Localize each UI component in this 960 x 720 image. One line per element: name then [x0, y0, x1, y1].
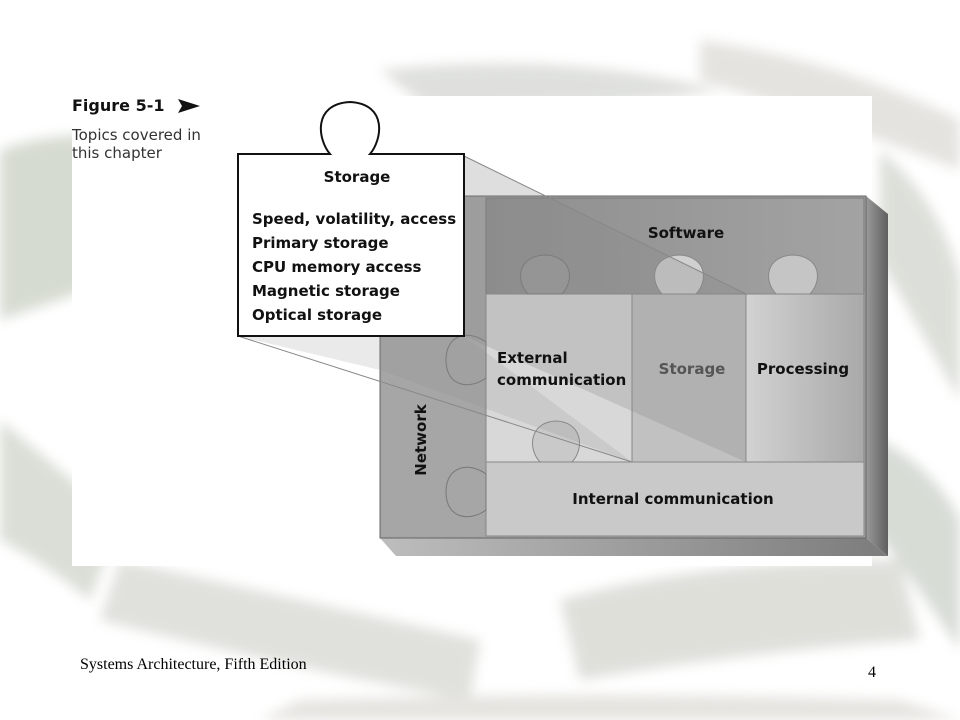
callout-projection: [464, 156, 746, 462]
arrow-right-icon: [178, 99, 200, 113]
figure-caption: Topics covered in this chapter: [72, 126, 201, 162]
software-knob-2: [654, 254, 704, 295]
page-number: 4: [868, 664, 876, 681]
footer-book-title: Systems Architecture, Fifth Edition: [80, 656, 307, 673]
external-label-line2: communication: [497, 371, 626, 389]
processing-piece: [745, 293, 865, 463]
external-label-line1: External: [497, 349, 568, 367]
storage-label: Storage: [659, 360, 726, 378]
callout-item: Primary storage: [252, 234, 389, 252]
internal-communication-piece: [485, 461, 865, 537]
callout-title: Storage: [324, 168, 391, 186]
software-knob-3: [768, 254, 818, 295]
network-knob-lower: [445, 466, 487, 518]
callout-projection-left: [238, 336, 632, 462]
box-right-side: [866, 196, 888, 556]
figure-label: Figure 5-1: [72, 96, 165, 115]
storage-callout-card: [237, 100, 465, 337]
processing-label: Processing: [757, 360, 849, 378]
network-label: Network: [412, 403, 430, 475]
box-bottom-side: [380, 538, 888, 556]
callout-item: Speed, volatility, access: [252, 210, 456, 228]
internal-knob: [532, 420, 580, 463]
callout-item: CPU memory access: [252, 258, 422, 276]
callout-item: Optical storage: [252, 306, 382, 324]
callout-item: Magnetic storage: [252, 282, 400, 300]
software-label: Software: [648, 224, 724, 242]
software-knob-1: [520, 254, 570, 295]
network-knob-upper: [445, 334, 487, 386]
storage-piece: [631, 293, 747, 463]
internal-communication-label: Internal communication: [572, 490, 773, 508]
